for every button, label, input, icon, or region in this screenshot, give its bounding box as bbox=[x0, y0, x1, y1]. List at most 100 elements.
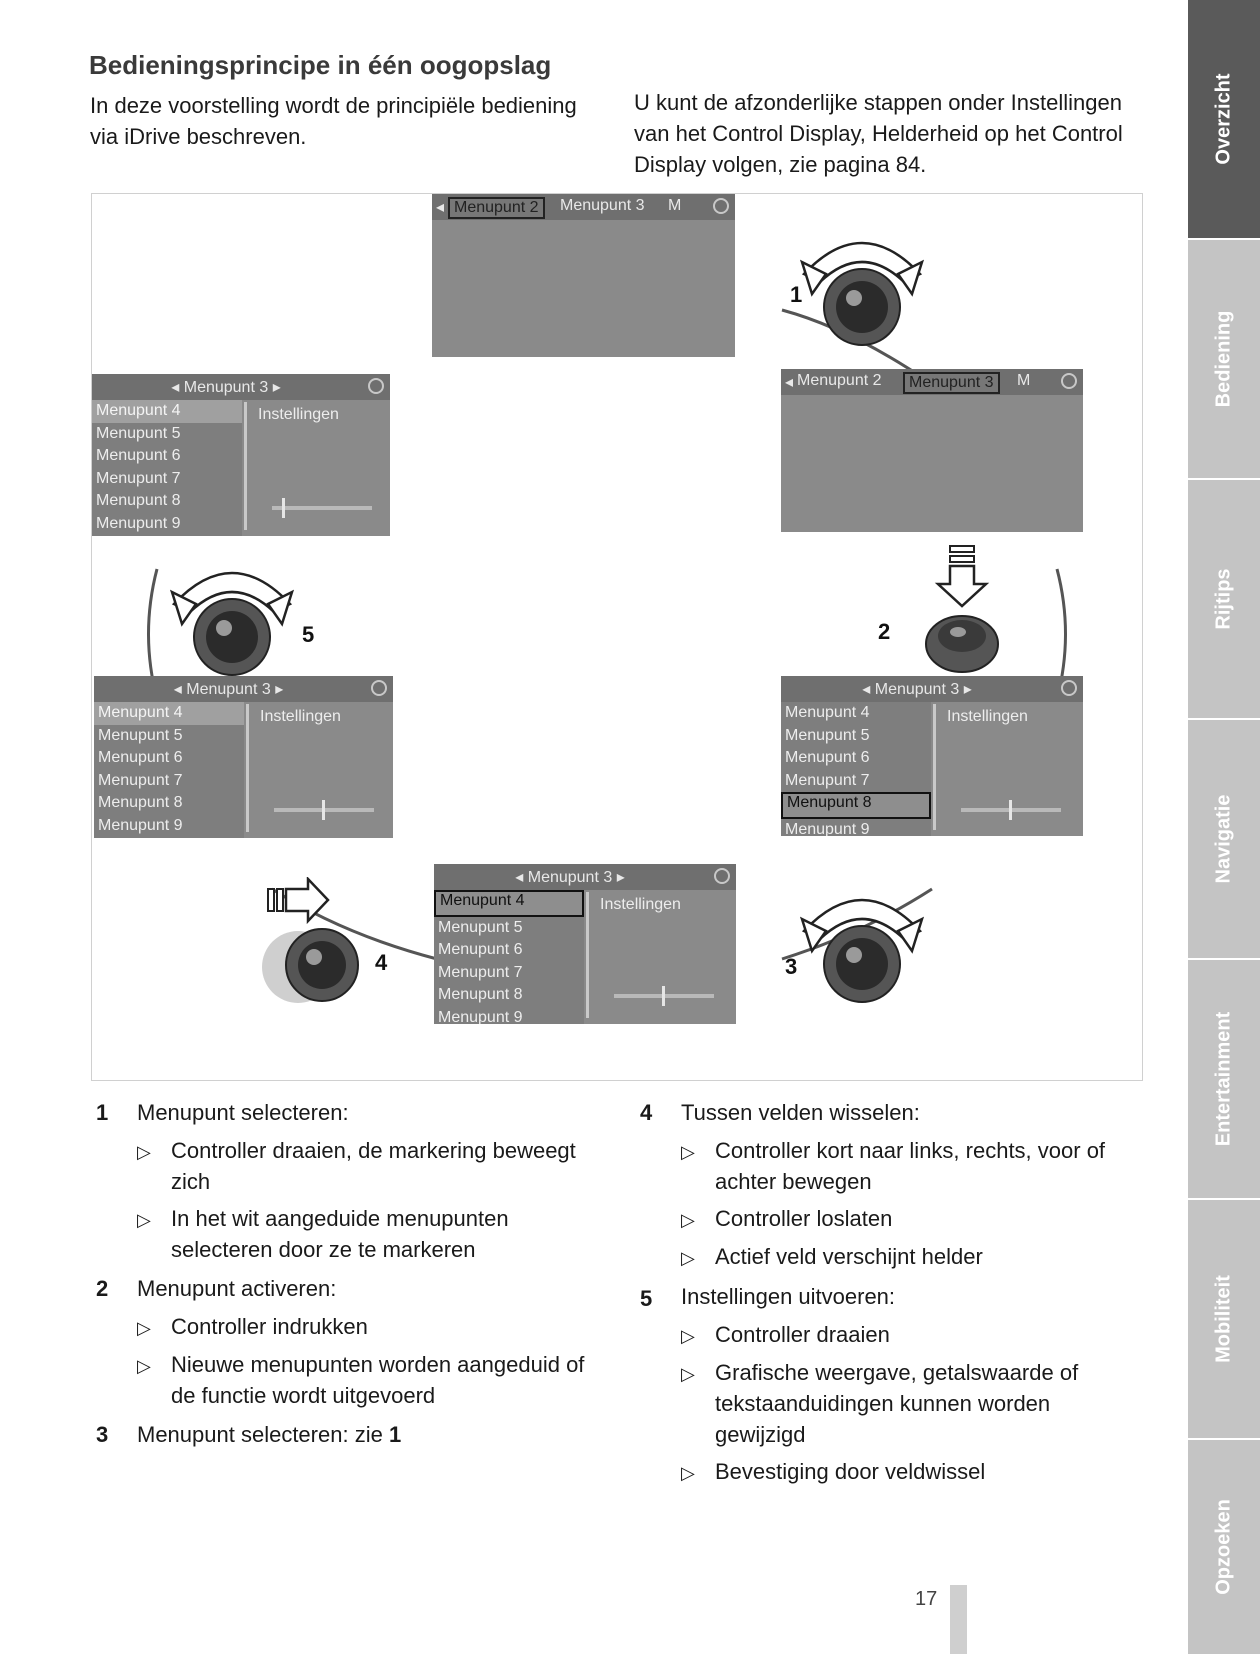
controller-icon bbox=[714, 868, 730, 884]
display-left-top: ◂ Menupunt 3 ▸ Menupunt 4 Menupunt 5 Men… bbox=[92, 374, 390, 536]
scrollbar[interactable] bbox=[246, 704, 249, 832]
arrow-left-icon: ◂ bbox=[515, 869, 527, 886]
step-label-4: 4 bbox=[375, 950, 387, 976]
display-bottom: ◂ Menupunt 3 ▸ Menupunt 4 Menupunt 5 Men… bbox=[434, 864, 736, 1024]
list-item[interactable]: Menupunt 7 bbox=[94, 770, 244, 793]
settings-slider[interactable] bbox=[274, 808, 374, 812]
scrollbar[interactable] bbox=[244, 402, 247, 530]
step-title: Menupunt activeren: bbox=[137, 1273, 336, 1304]
scrollbar[interactable] bbox=[933, 704, 936, 830]
step-number: 4 bbox=[640, 1097, 652, 1128]
menu-bar: ◂ Menupunt 2 Menupunt 3 M bbox=[781, 369, 1083, 395]
list-item[interactable]: Menupunt 5 bbox=[92, 423, 242, 446]
step-bullet: Actief veld verschijnt helder bbox=[715, 1241, 983, 1272]
controller-icon bbox=[1061, 373, 1077, 389]
tab-bediening[interactable]: Bediening bbox=[1188, 240, 1260, 480]
tab-navigatie[interactable]: Navigatie bbox=[1188, 720, 1260, 960]
menu-item-truncated[interactable]: M bbox=[668, 197, 681, 215]
controller-rotate-icon bbox=[792, 222, 932, 357]
bullet-triangle-icon: ▷ bbox=[137, 1313, 151, 1344]
list-item[interactable]: Menupunt 8 bbox=[94, 792, 244, 815]
step-label-1: 1 bbox=[790, 282, 802, 308]
controller-icon bbox=[1061, 680, 1077, 696]
bullet-triangle-icon: ▷ bbox=[137, 1205, 151, 1236]
step-title: Menupunt selecteren: bbox=[137, 1097, 349, 1128]
menu-item-selected[interactable]: Menupunt 2 bbox=[448, 197, 545, 219]
list-item[interactable]: Menupunt 4 bbox=[781, 702, 931, 725]
list-item[interactable]: Menupunt 6 bbox=[94, 747, 244, 770]
menu-item-selected[interactable]: Menupunt 3 bbox=[903, 372, 1000, 394]
step-bullet: Controller kort naar links, rechts, voor… bbox=[715, 1135, 1155, 1197]
settings-label: Instellingen bbox=[260, 708, 341, 726]
display-right-bottom: ◂ Menupunt 3 ▸ Menupunt 4 Menupunt 5 Men… bbox=[781, 676, 1083, 836]
step-bullet: Controller draaien, de markering beweegt… bbox=[171, 1135, 591, 1197]
arrow-right-icon: ▸ bbox=[612, 869, 624, 886]
step-title: Menupunt selecteren: zie 1 bbox=[137, 1419, 401, 1450]
list-item[interactable]: Menupunt 4 bbox=[94, 702, 244, 725]
menu-list: Menupunt 4 Menupunt 5 Menupunt 6 Menupun… bbox=[434, 890, 584, 1024]
list-item[interactable]: Menupunt 7 bbox=[781, 770, 931, 793]
menu-list: Menupunt 4 Menupunt 5 Menupunt 6 Menupun… bbox=[92, 400, 242, 536]
step-number: 3 bbox=[96, 1419, 108, 1450]
list-item[interactable]: Menupunt 7 bbox=[434, 962, 584, 985]
menu-bar: ◂ Menupunt 3 ▸ bbox=[92, 374, 390, 400]
intro-right: U kunt de afzonderlijke stappen onder In… bbox=[634, 87, 1154, 180]
tab-entertainment[interactable]: Entertainment bbox=[1188, 960, 1260, 1200]
menu-list: Menupunt 4 Menupunt 5 Menupunt 6 Menupun… bbox=[94, 702, 244, 838]
list-item[interactable]: Menupunt 5 bbox=[434, 917, 584, 940]
intro-left: In deze voorstelling wordt de principiël… bbox=[90, 90, 610, 152]
step-label-3: 3 bbox=[785, 954, 797, 980]
step-bullet: Nieuwe menupunten worden aangeduid of de… bbox=[171, 1349, 611, 1411]
list-item[interactable]: Menupunt 9 bbox=[94, 815, 244, 838]
bullet-triangle-icon: ▷ bbox=[681, 1243, 695, 1274]
step-bullet: Grafische weergave, getalswaarde of teks… bbox=[715, 1357, 1135, 1450]
menu-item-truncated[interactable]: M bbox=[1017, 372, 1030, 390]
tab-opzoeken[interactable]: Opzoeken bbox=[1188, 1440, 1260, 1654]
bullet-triangle-icon: ▷ bbox=[681, 1205, 695, 1236]
list-item[interactable]: Menupunt 7 bbox=[92, 468, 242, 491]
settings-label: Instellingen bbox=[600, 896, 681, 914]
list-item[interactable]: Menupunt 8 bbox=[434, 984, 584, 1007]
list-item[interactable]: Menupunt 9 bbox=[434, 1007, 584, 1025]
list-item-marked[interactable]: Menupunt 4 bbox=[434, 890, 584, 917]
menu-title: Menupunt 3 bbox=[528, 869, 613, 886]
step-label-2: 2 bbox=[878, 619, 890, 645]
tab-mobiliteit[interactable]: Mobiliteit bbox=[1188, 1200, 1260, 1440]
list-item[interactable]: Menupunt 6 bbox=[781, 747, 931, 770]
controller-icon bbox=[713, 198, 729, 214]
settings-label: Instellingen bbox=[258, 406, 339, 424]
list-item[interactable]: Menupunt 6 bbox=[92, 445, 242, 468]
settings-slider[interactable] bbox=[614, 994, 714, 998]
bullet-triangle-icon: ▷ bbox=[137, 1137, 151, 1168]
list-item[interactable]: Menupunt 8 bbox=[92, 490, 242, 513]
list-item-marked[interactable]: Menupunt 8 bbox=[781, 792, 931, 819]
menu-title: Menupunt 3 bbox=[184, 379, 269, 396]
list-item[interactable]: Menupunt 9 bbox=[92, 513, 242, 536]
list-item[interactable]: Menupunt 6 bbox=[434, 939, 584, 962]
controller-icon bbox=[368, 378, 384, 394]
controller-rotate-icon bbox=[792, 879, 932, 1014]
menu-bar: ◂ Menupunt 3 ▸ bbox=[434, 864, 736, 890]
step-number: 2 bbox=[96, 1273, 108, 1304]
step-bullet: Controller loslaten bbox=[715, 1203, 892, 1234]
list-item[interactable]: Menupunt 9 bbox=[781, 819, 931, 837]
scrollbar[interactable] bbox=[586, 892, 589, 1018]
settings-slider[interactable] bbox=[961, 808, 1061, 812]
page-number: 17 bbox=[915, 1588, 937, 1611]
arrow-right-icon: ▸ bbox=[268, 379, 280, 396]
settings-slider[interactable] bbox=[272, 506, 372, 510]
tab-overzicht[interactable]: Overzicht bbox=[1188, 0, 1260, 240]
controller-icon bbox=[371, 680, 387, 696]
settings-label: Instellingen bbox=[947, 708, 1028, 726]
list-item[interactable]: Menupunt 5 bbox=[781, 725, 931, 748]
step-bullet: Controller indrukken bbox=[171, 1311, 368, 1342]
list-item[interactable]: Menupunt 4 bbox=[92, 400, 242, 423]
step-bullet: Bevestiging door veldwissel bbox=[715, 1456, 985, 1487]
menu-item[interactable]: Menupunt 3 bbox=[560, 197, 645, 215]
menu-item[interactable]: Menupunt 2 bbox=[797, 372, 882, 390]
arrow-left-icon: ◂ bbox=[436, 197, 444, 217]
tab-rijtips[interactable]: Rijtips bbox=[1188, 480, 1260, 720]
list-item[interactable]: Menupunt 5 bbox=[94, 725, 244, 748]
step-label-5: 5 bbox=[302, 622, 314, 648]
idrive-diagram: ◂ Menupunt 2 Menupunt 3 M ◂ Menupunt 2 M… bbox=[91, 193, 1143, 1081]
